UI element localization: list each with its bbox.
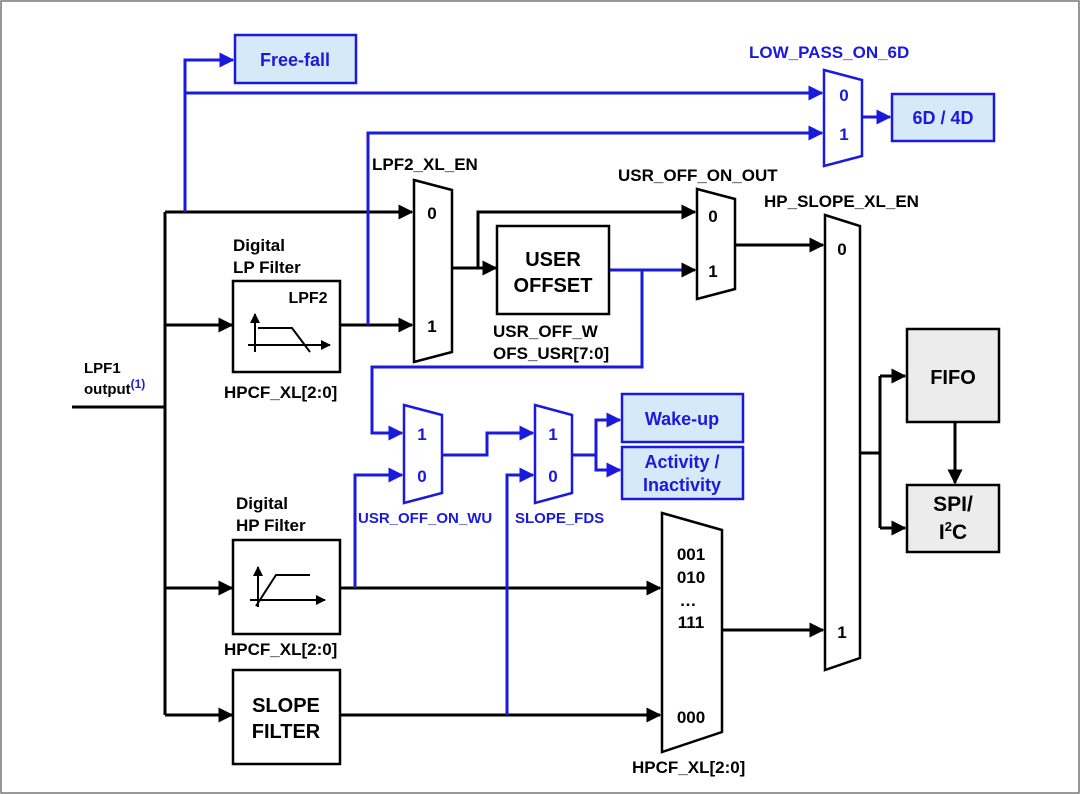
mux-fds-input-1: 1 [548, 425, 557, 444]
user-offset-block [495, 224, 611, 316]
slope-fds-label: SLOPE_FDS [515, 510, 604, 527]
high-pass-response-icon [250, 566, 326, 607]
low-pass-response-icon [248, 313, 331, 353]
i2c-superscript: 2 [945, 519, 952, 534]
i2c-label: I2C [939, 519, 967, 544]
slope-filter-label-line2: FILTER [252, 721, 321, 743]
user-offset-label-line2: OFFSET [514, 275, 593, 297]
digital-lp-label-line2: LP Filter [233, 258, 301, 277]
hp-filter-block [231, 538, 342, 636]
mux-wu-input-1: 1 [417, 425, 426, 444]
mux-usr-off-on-out [695, 187, 737, 301]
lpf2-xl-en-label: LPF2_XL_EN [372, 155, 478, 174]
black-wires [72, 204, 963, 723]
usr-off-on-wu-label: USR_OFF_ON_WU [358, 510, 492, 527]
lpf1-output-text: output [84, 381, 131, 398]
i2c-c: C [952, 521, 967, 544]
lpf2-label: LPF2 [288, 290, 327, 307]
user-offset-label-line1: USER [525, 249, 581, 271]
mux-hp-input-0: 0 [837, 240, 846, 259]
usr-off-w-label-line1: USR_OFF_W [493, 322, 599, 341]
fifo-block [905, 327, 1001, 424]
mux-6d-input-0: 0 [839, 86, 848, 105]
mux-6d-input-1: 1 [839, 125, 848, 144]
six-d-four-d-block [890, 92, 996, 143]
fifo-label: FIFO [930, 367, 976, 389]
lpf1-output-label: output(1) [84, 377, 145, 398]
mux-fds-input-0: 0 [548, 467, 557, 486]
mux-hp-slope-en [823, 213, 862, 672]
usr-off-w-label-line2: OFS_USR[7:0] [493, 344, 609, 363]
mux-hpcf [660, 511, 724, 754]
digital-hp-label-line2: HP Filter [236, 516, 306, 535]
spi-i2c-block [905, 483, 1001, 554]
i2c-i: I [939, 521, 945, 544]
mux-lpf2-input-1: 1 [427, 317, 436, 336]
free-fall-block [233, 33, 358, 85]
activity-inactivity-block [620, 445, 745, 501]
mux-hpcf-input-111: 111 [678, 613, 705, 632]
mux-slope-fds [533, 403, 574, 505]
free-fall-label: Free-fall [260, 50, 330, 70]
mux-low-pass-6d [822, 68, 864, 168]
spi-label: SPI/ [933, 493, 973, 516]
activity-label-line2: Inactivity [643, 475, 721, 495]
mux-hpcf-input-dots: … [680, 591, 697, 610]
mux-usr-off-on-wu [402, 403, 444, 505]
lpf1-footnote: (1) [131, 377, 146, 391]
mux-lpf2-en [412, 178, 454, 364]
wake-up-label: Wake-up [645, 409, 719, 429]
slope-filter-label-line1: SLOPE [252, 695, 320, 717]
hpcf-lp-label: HPCF_XL[2:0] [224, 383, 337, 402]
mux-wu-input-0: 0 [417, 467, 426, 486]
hp-slope-xl-en-label: HP_SLOPE_XL_EN [764, 192, 919, 211]
mux-hpcf-input-001: 001 [677, 545, 705, 564]
mux-hp-input-1: 1 [837, 623, 846, 642]
usr-off-on-out-label: USR_OFF_ON_OUT [618, 166, 778, 185]
activity-label-line1: Activity / [644, 452, 719, 472]
digital-lp-label-line1: Digital [233, 236, 285, 255]
lp-filter-block [231, 279, 342, 374]
low-pass-on-6d-label: LOW_PASS_ON_6D [749, 43, 909, 62]
digital-hp-label-line1: Digital [236, 494, 288, 513]
mux-out-input-0: 0 [708, 207, 717, 226]
mux-lpf2-input-0: 0 [427, 204, 436, 223]
hpcf-mux-label: HPCF_XL[2:0] [632, 758, 745, 777]
slope-filter-block [231, 668, 342, 766]
lpf1-label: LPF1 [84, 360, 121, 377]
six-d-four-d-label: 6D / 4D [912, 108, 973, 128]
mux-hpcf-input-000: 000 [677, 708, 705, 727]
wake-up-block [620, 392, 745, 444]
hpcf-hp-label: HPCF_XL[2:0] [224, 640, 337, 659]
mux-hpcf-input-010: 010 [677, 568, 705, 587]
mux-out-input-1: 1 [708, 262, 717, 281]
